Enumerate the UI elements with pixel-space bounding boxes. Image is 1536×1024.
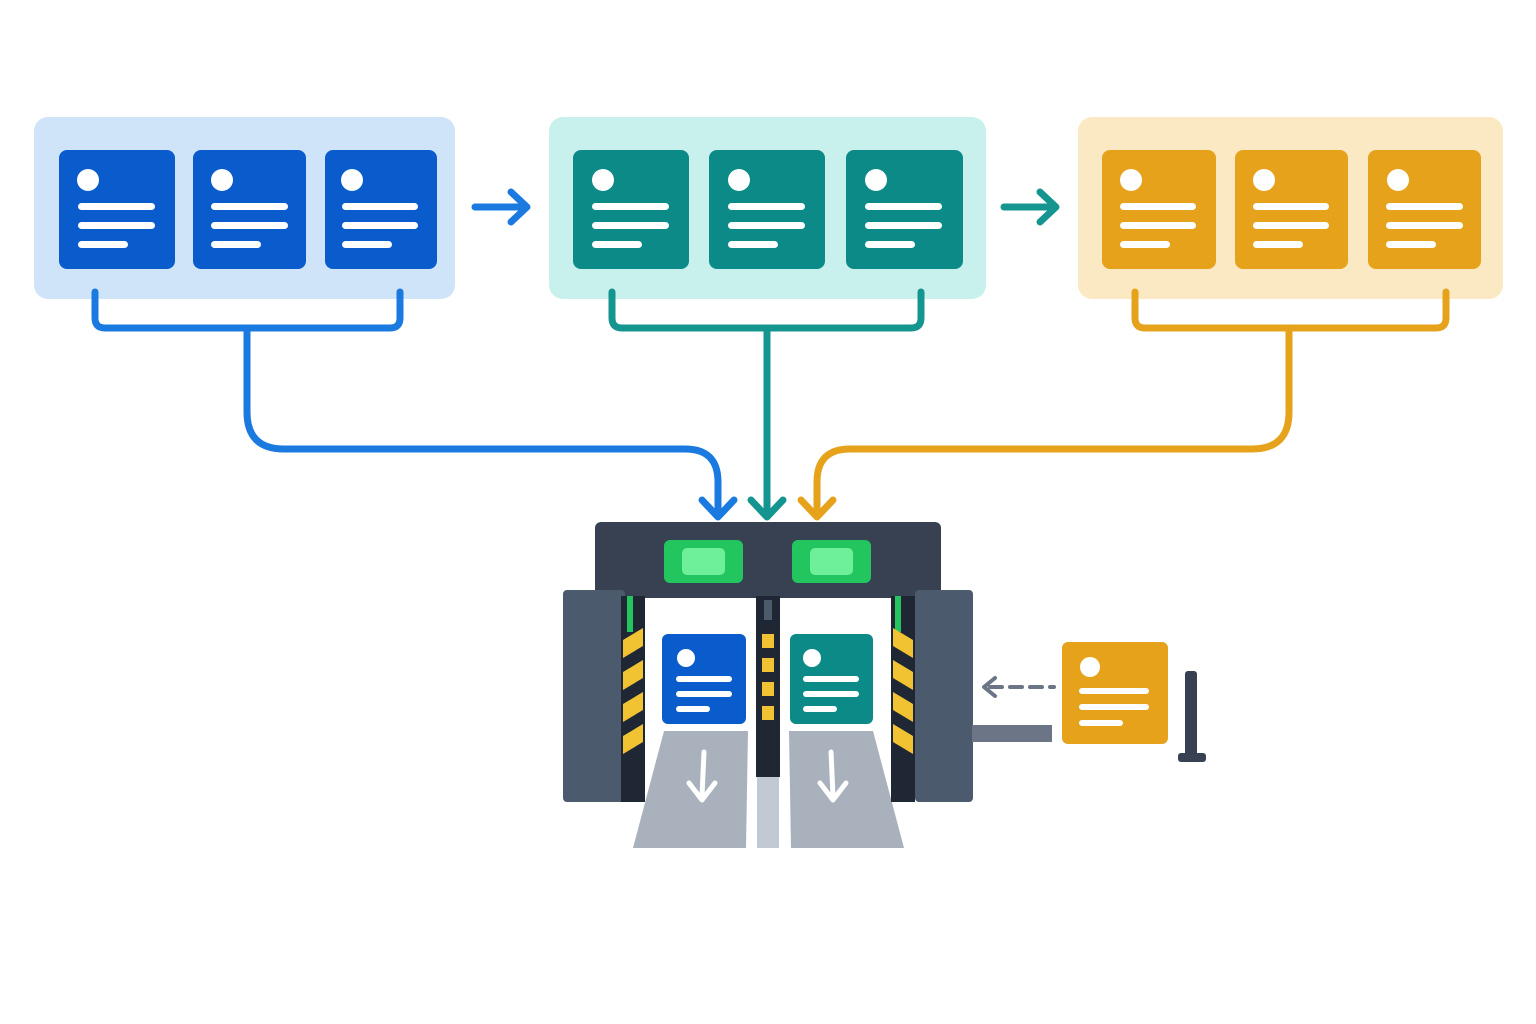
gate-icon (563, 522, 973, 848)
lane-right (789, 731, 904, 848)
profile-card-icon (662, 634, 746, 724)
arrow-down-icon (686, 749, 718, 803)
profile-card-icon (325, 150, 437, 269)
arrow-down-icon (698, 496, 738, 521)
profile-card-icon (1102, 150, 1216, 269)
profile-card-icon (1368, 150, 1481, 269)
profile-card-icon (1062, 642, 1168, 744)
teal-route-line (608, 288, 925, 516)
arrow-right-icon (471, 188, 531, 226)
arrow-down-icon (817, 749, 849, 803)
profile-card-icon (573, 150, 689, 269)
dashed-arrow-left-icon (982, 676, 1056, 698)
profile-card-icon (846, 150, 963, 269)
arrow-right-icon (1000, 188, 1060, 226)
gate-top-beam (595, 522, 941, 598)
barrier-arm (972, 725, 1052, 742)
gate-pillar-right (915, 590, 973, 802)
profile-card-icon (1235, 150, 1348, 269)
profile-card-icon (193, 150, 306, 269)
blue-route-line (91, 288, 722, 516)
barrier-arm-icon (1178, 671, 1206, 762)
profile-card-icon (709, 150, 825, 269)
gate-pillar-left (563, 590, 625, 802)
arrow-down-icon (747, 496, 787, 521)
lane-divider (757, 776, 779, 848)
profile-card-icon (59, 150, 175, 269)
arrow-down-icon (797, 496, 837, 521)
lane-left (633, 731, 748, 848)
profile-card-icon (790, 634, 873, 724)
amber-route-line (813, 288, 1450, 516)
